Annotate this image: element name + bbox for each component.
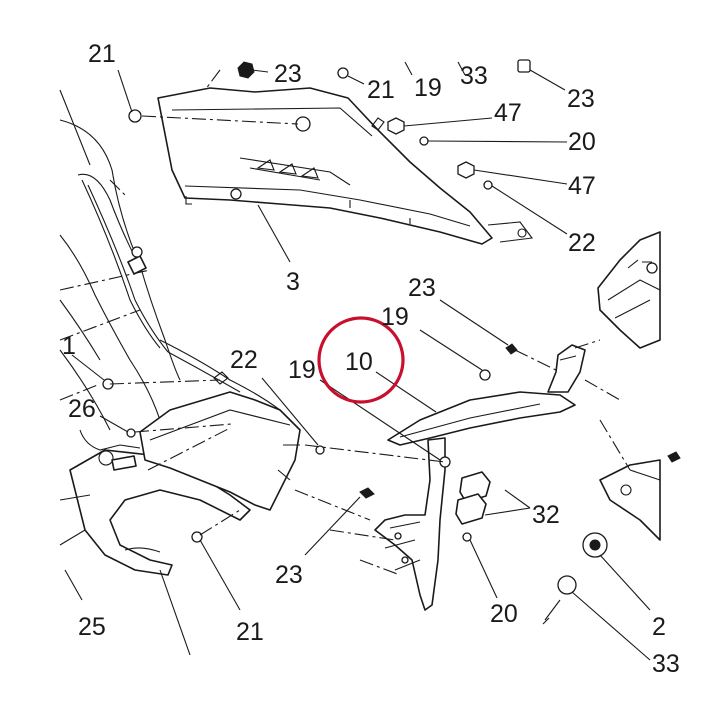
bracket-20	[374, 437, 446, 611]
highlight-ring	[317, 316, 405, 404]
callout-22: 22	[230, 346, 258, 374]
callout-21: 21	[367, 76, 395, 104]
callout-23: 23	[567, 85, 595, 113]
callout-labels: 21 23 21 19 33 23 47 20 47 22 3 23 19 10…	[62, 40, 680, 678]
callout-23: 23	[274, 60, 302, 88]
leader-lines	[64, 61, 651, 661]
callout-25: 25	[78, 613, 106, 641]
alignment-lines	[59, 69, 631, 576]
callout-20: 20	[568, 128, 596, 156]
callout-23: 23	[275, 561, 303, 589]
left-side-fairing	[59, 89, 281, 431]
middle-side-panel	[139, 371, 301, 511]
callout-33: 33	[460, 62, 488, 90]
callout-21-top: 21	[88, 40, 116, 68]
callout-1: 1	[62, 332, 76, 360]
callout-23: 23	[408, 274, 436, 302]
bracket-10	[387, 344, 586, 446]
hardware	[102, 59, 608, 625]
callout-10: 10	[345, 348, 373, 376]
callout-47: 47	[494, 99, 522, 127]
callout-32: 32	[532, 501, 560, 529]
callout-19: 19	[381, 303, 409, 331]
callout-2-partial: 2	[652, 613, 666, 641]
callout-33-partial: 33	[652, 650, 680, 678]
rubber-pads-32	[455, 471, 491, 525]
upper-fairing-panel	[157, 87, 534, 245]
right-side-components	[597, 231, 681, 541]
callout-19: 19	[288, 356, 316, 384]
callout-3: 3	[286, 268, 300, 296]
callout-19: 19	[414, 74, 442, 102]
callout-47: 47	[568, 172, 596, 200]
callout-26: 26	[68, 395, 96, 423]
callout-21: 21	[236, 618, 264, 646]
callout-20: 20	[490, 600, 518, 628]
callout-22: 22	[568, 229, 596, 257]
